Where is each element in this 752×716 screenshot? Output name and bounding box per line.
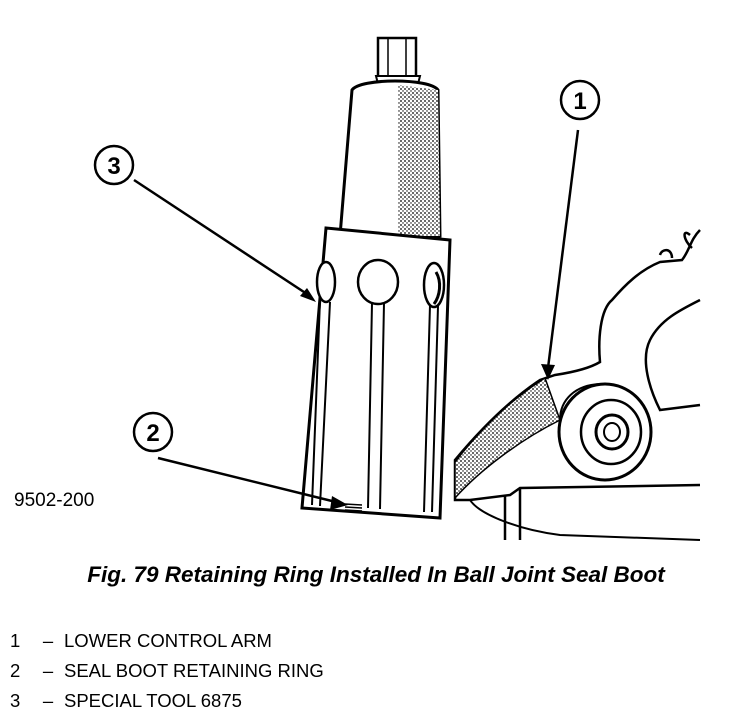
- legend: 1–LOWER CONTROL ARM 2–SEAL BOOT RETAININ…: [10, 626, 324, 716]
- callout-2-number: 2: [146, 420, 159, 447]
- illustration: 1 3 2: [93, 36, 701, 541]
- callout-1: 1: [541, 79, 601, 380]
- callout-1-number: 1: [573, 88, 586, 115]
- figure-code: 9502-200: [14, 490, 95, 511]
- callout-3-number: 3: [107, 153, 120, 180]
- legend-text: SEAL BOOT RETAINING RING: [64, 660, 324, 681]
- legend-number: 1: [10, 630, 21, 651]
- legend-item-1: 1–LOWER CONTROL ARM: [10, 626, 324, 656]
- callout-3: 3: [93, 144, 316, 302]
- legend-dash: –: [42, 630, 54, 651]
- legend-text: SPECIAL TOOL 6875: [64, 690, 242, 711]
- legend-dash: –: [42, 660, 54, 681]
- special-tool-6875: [300, 36, 452, 520]
- callout-2: 2: [132, 411, 348, 510]
- legend-item-2: 2–SEAL BOOT RETAINING RING: [10, 656, 324, 686]
- legend-dash: –: [42, 690, 54, 711]
- seal-boot-retaining-ring: [344, 503, 363, 512]
- legend-item-3: 3–SPECIAL TOOL 6875: [10, 686, 324, 716]
- lower-control-arm: [453, 229, 701, 541]
- legend-text: LOWER CONTROL ARM: [64, 630, 272, 651]
- figure-caption: Fig. 79 Retaining Ring Installed In Ball…: [87, 562, 665, 587]
- legend-number: 3: [10, 690, 21, 711]
- legend-number: 2: [10, 660, 21, 681]
- control-arm-bushing: [557, 382, 653, 482]
